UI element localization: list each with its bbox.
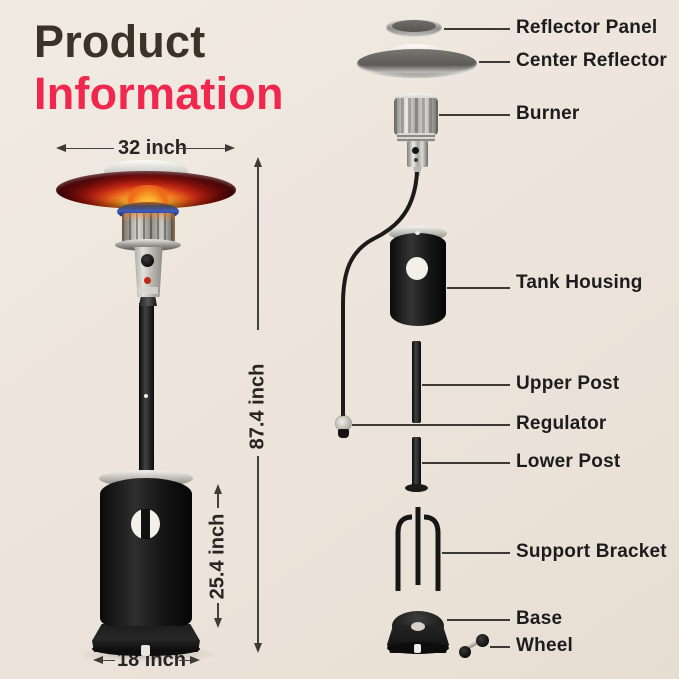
- burner-drum: [394, 98, 438, 135]
- leader-line: [490, 646, 510, 648]
- label-reflector-panel: Reflector Panel: [516, 17, 658, 38]
- dim-line: [217, 603, 219, 620]
- page-title-line1: Product: [34, 16, 206, 67]
- arrow-right-icon: [225, 144, 235, 152]
- leader-line: [422, 384, 510, 386]
- tank-housing-hole: [406, 257, 428, 280]
- leader-line: [447, 287, 510, 289]
- label-regulator: Regulator: [516, 413, 607, 434]
- dim-87-text: 87.4 inch: [246, 363, 269, 450]
- burner-emitter: [122, 213, 175, 244]
- page-title-line2: Information: [34, 68, 284, 119]
- dim-line: [64, 147, 114, 150]
- center-reflector-graphic: [357, 49, 477, 78]
- burner-ridges: [397, 133, 435, 142]
- igniter-button: [144, 277, 151, 284]
- label-burner: Burner: [516, 103, 580, 124]
- support-bracket-graphic: [395, 507, 441, 591]
- arrow-down-icon: [213, 618, 222, 628]
- leader-line: [422, 462, 510, 464]
- arrow-up-icon: [213, 484, 222, 494]
- dim-line: [179, 659, 192, 662]
- leader-line: [439, 114, 510, 116]
- arrow-up-icon: [253, 157, 262, 167]
- control-knob: [141, 254, 154, 267]
- leader-line: [479, 61, 510, 63]
- label-support-bracket: Support Bracket: [516, 541, 667, 562]
- control-sticker: [138, 287, 158, 294]
- label-upper-post: Upper Post: [516, 373, 620, 394]
- label-center-reflector: Center Reflector: [516, 50, 668, 71]
- regulator-dial: [336, 416, 351, 431]
- dim-line: [257, 165, 259, 330]
- burner-flange: [115, 239, 181, 251]
- tank-housing-top-dot: [415, 231, 420, 235]
- label-lower-post: Lower Post: [516, 451, 621, 472]
- burner-knob-dot: [412, 147, 419, 154]
- base-foot: [141, 645, 150, 656]
- wheel-graphic-left: [459, 646, 471, 658]
- label-base: Base: [516, 608, 563, 629]
- wheel-graphic-right: [476, 634, 489, 647]
- dim-line: [217, 492, 219, 508]
- reflector-panel-top: [392, 20, 436, 32]
- leader-line: [352, 424, 510, 426]
- leader-line: [444, 28, 510, 30]
- burner-small-dot: [414, 158, 418, 162]
- label-wheel: Wheel: [516, 635, 573, 656]
- lower-post-graphic: [412, 437, 421, 487]
- dim-line: [179, 147, 227, 150]
- dim-25-text: 25.4 inch: [206, 513, 229, 600]
- base-graphic-tab: [414, 644, 421, 653]
- pole-screw-dot: [144, 394, 148, 398]
- leader-line: [442, 552, 510, 554]
- leader-line: [447, 619, 510, 621]
- arrow-left-icon: [56, 144, 66, 152]
- pole-neck: [139, 296, 157, 306]
- base-graphic-hole: [411, 622, 425, 631]
- tank-housing-body: [100, 478, 192, 626]
- lower-post-flange: [405, 484, 428, 492]
- arrow-down-icon: [253, 643, 262, 653]
- tank-hole-bar: [141, 509, 150, 539]
- dim-32-text: 32 inch: [118, 137, 187, 159]
- arrow-right-icon: [190, 656, 200, 664]
- dim-line: [101, 659, 115, 662]
- arrow-left-icon: [93, 656, 103, 664]
- gas-hose: [341, 172, 419, 420]
- heater-pole: [139, 303, 154, 481]
- upper-post-graphic: [412, 341, 421, 423]
- regulator-fitting: [338, 429, 349, 438]
- label-tank-housing: Tank Housing: [516, 272, 643, 293]
- dim-line: [257, 456, 259, 644]
- burner-valve-body: [407, 141, 428, 167]
